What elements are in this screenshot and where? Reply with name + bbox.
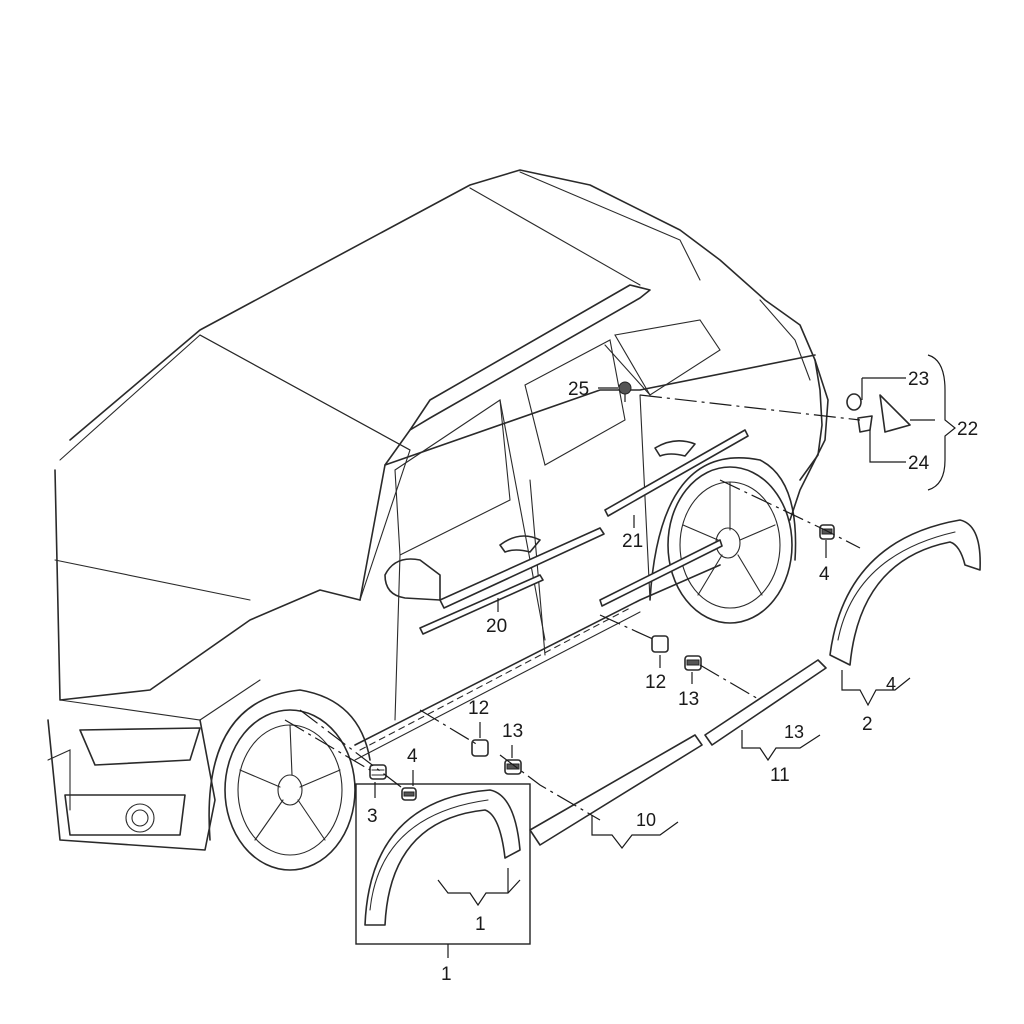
part-1-box [355, 783, 531, 945]
label-13-front: 13 [502, 721, 523, 742]
label-1-inner: 1 [475, 914, 486, 935]
clip-12-front [471, 739, 489, 757]
label-10-inner: 10 [636, 810, 656, 830]
car-body [47, 169, 829, 851]
cap-23 [846, 393, 862, 411]
clip-4-rear [819, 524, 835, 540]
label-21: 21 [622, 531, 643, 552]
label-24: 24 [908, 453, 930, 474]
clip-13-rear [684, 655, 702, 671]
rear-wheel-arch-trim [829, 519, 981, 666]
label-2-sub-4: 4 [886, 674, 896, 694]
label-11-sub-13: 13 [784, 722, 804, 742]
label-25: 25 [568, 379, 589, 400]
label-23: 23 [908, 369, 929, 390]
label-4-front: 4 [407, 746, 418, 767]
label-20: 20 [486, 616, 507, 637]
label-22: 22 [957, 419, 978, 440]
door-molding-21 [599, 429, 749, 607]
clip-24 [857, 415, 873, 433]
clip-12-rear [651, 635, 669, 653]
front-wheel-arch-trim [364, 789, 521, 926]
clip-4-front [401, 787, 417, 801]
door-molding-20 [419, 527, 605, 635]
rear-wheel [649, 457, 797, 624]
front-wheel [208, 689, 371, 871]
bolt-25 [618, 381, 632, 402]
leader-lines [284, 354, 956, 958]
sill-trim-10 [529, 734, 703, 846]
sill-trim-11 [704, 659, 827, 746]
label-2: 2 [862, 714, 873, 735]
label-13-rear: 13 [678, 689, 699, 710]
label-4-rear: 4 [819, 564, 830, 585]
triangle-trim-22 [879, 394, 911, 433]
label-1: 1 [441, 964, 452, 985]
clip-13-front [504, 759, 522, 775]
part-labels: 25 23 22 24 21 4 20 12 13 4 2 12 13 4 13… [367, 369, 978, 985]
label-12-rear: 12 [645, 672, 666, 693]
label-11: 11 [770, 765, 790, 786]
label-12-front: 12 [468, 698, 489, 719]
label-3: 3 [367, 806, 378, 827]
clip-3 [369, 764, 387, 780]
